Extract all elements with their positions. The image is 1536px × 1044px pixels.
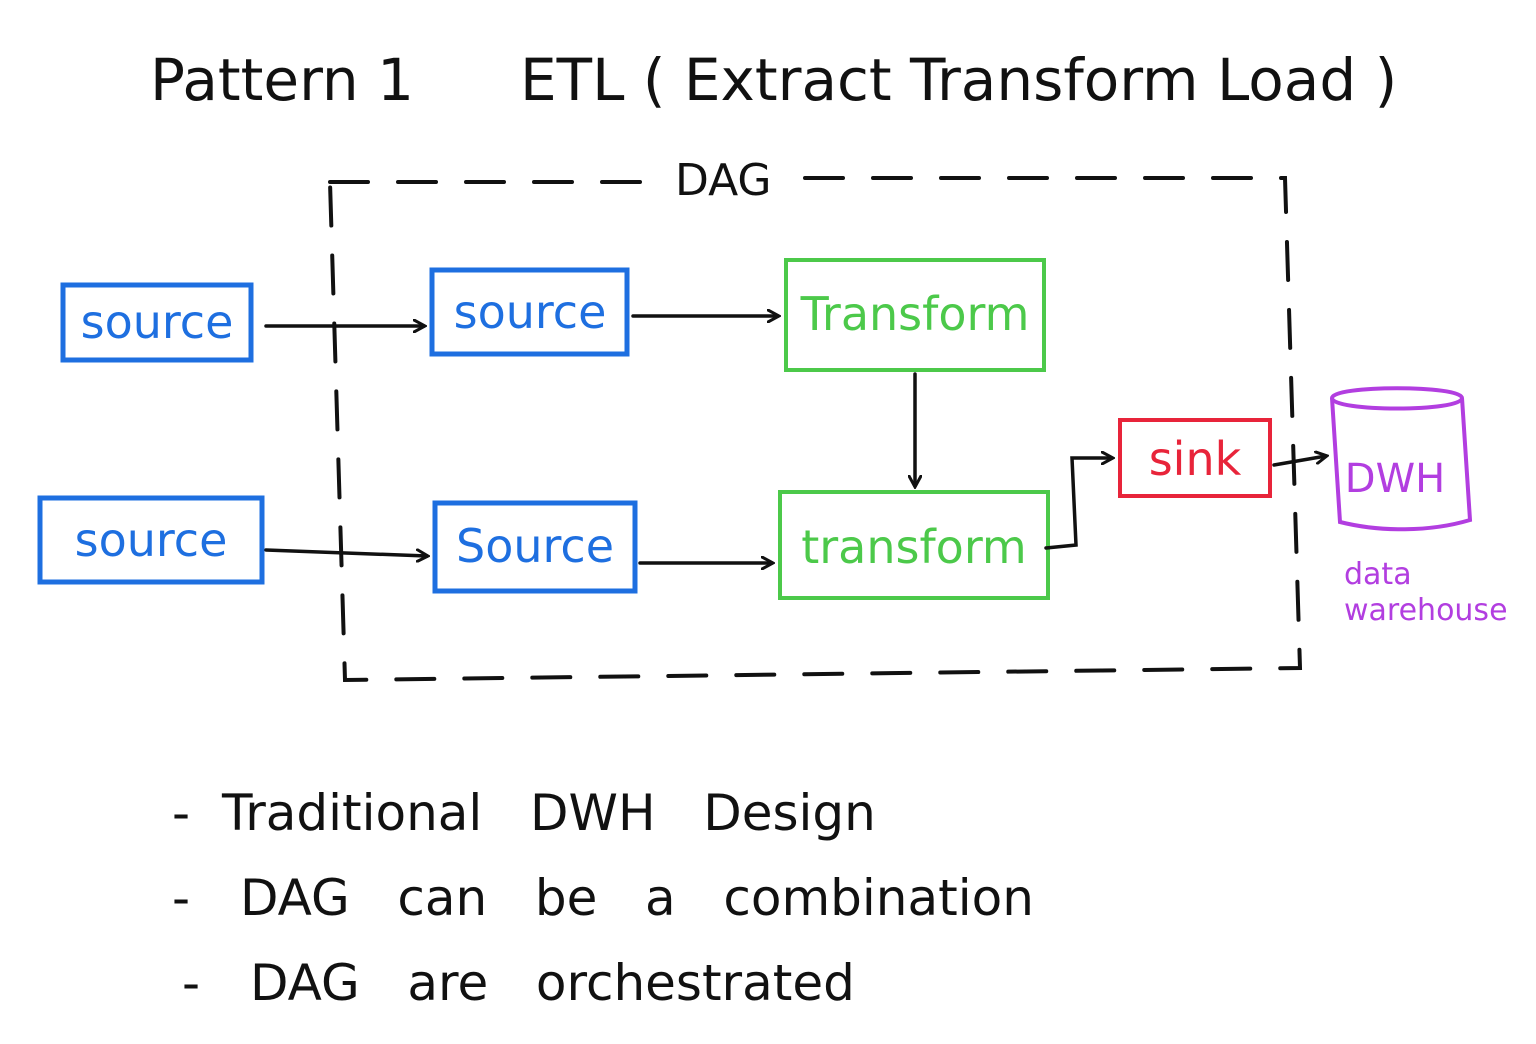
flow-arrows <box>264 316 1326 563</box>
transform-label: transform <box>801 520 1027 574</box>
external-source-top: source <box>60 282 254 363</box>
sink-box-outline <box>1118 418 1272 498</box>
dwh-caption-line1: data <box>1344 557 1412 592</box>
dwh-label: DWH <box>1345 456 1445 502</box>
note-traditional-dwh: Traditional DWH Design <box>221 784 876 842</box>
transform-label: Transform <box>800 287 1030 341</box>
note-dash: - <box>172 784 190 842</box>
transform-box-outline <box>784 258 1046 372</box>
arrow-sink-to-dwh <box>1272 456 1326 467</box>
arrow-transform-to-sink <box>1044 458 1112 550</box>
transform-box-outline <box>778 490 1050 600</box>
note-dash: - <box>182 954 200 1012</box>
source-box-outline <box>432 500 638 594</box>
source-label: source <box>81 295 234 349</box>
note-dag-orchestrated: DAG are orchestrated <box>250 954 855 1012</box>
external-source-bottom: source <box>37 495 265 585</box>
dag-label: DAG <box>675 155 772 206</box>
sink-label: sink <box>1149 432 1242 486</box>
notes-list: - Traditional DWH Design - DAG can be a … <box>172 784 1034 1012</box>
source-label: source <box>454 285 607 339</box>
cylinder-top <box>1329 386 1465 411</box>
note-dash: - <box>172 869 190 927</box>
arrow-source-to-dag-source-bottom <box>264 548 427 556</box>
sink-node: sink <box>1118 418 1272 498</box>
note-dag-combination: DAG can be a combination <box>240 869 1034 927</box>
source-box-outline <box>60 282 254 363</box>
title-etl: ETL ( Extract Transform Load ) <box>520 46 1397 114</box>
transform-top: Transform <box>784 258 1046 372</box>
source-box-outline <box>429 267 630 357</box>
dag-source-bottom: Source <box>432 500 638 594</box>
dwh-cylinder: DWH data warehouse <box>1329 386 1508 628</box>
diagram-title: Pattern 1 ETL ( Extract Transform Load ) <box>150 46 1397 114</box>
source-label: Source <box>456 519 614 573</box>
source-box-outline <box>37 495 265 585</box>
cylinder-body <box>1330 397 1473 532</box>
title-pattern: Pattern 1 <box>150 46 414 114</box>
transform-bottom: transform <box>778 490 1050 600</box>
dag-source-top: source <box>429 267 630 357</box>
source-label: source <box>75 513 228 567</box>
dwh-caption-line2: warehouse <box>1344 593 1508 628</box>
dag-boundary: DAG <box>328 155 1303 683</box>
